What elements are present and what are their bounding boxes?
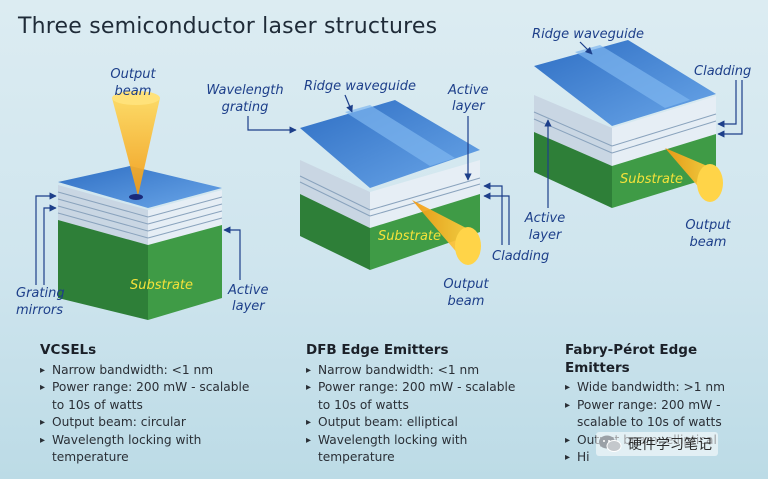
fp-active-label-1: Active [524, 211, 565, 226]
vcsel-active-label-1: Active [227, 283, 268, 298]
vcsel-specs: VCSELs Narrow bandwidth: <1 nm Power ran… [40, 342, 260, 467]
fp-ridge-label: Ridge waveguide [532, 27, 644, 42]
dfb-output-label-1: Output [443, 277, 489, 292]
fp-cladding-label: Cladding [694, 64, 751, 79]
dfb-substrate-label: Substrate [378, 229, 441, 244]
list-item: Output beam: elliptical [306, 414, 526, 432]
wechat-icon [599, 435, 622, 452]
list-item: Hi [565, 449, 765, 467]
list-item: Power range: 200 mW - scalable to 10s of… [40, 379, 260, 414]
dfb-heading: DFB Edge Emitters [306, 342, 449, 358]
list-item: Wavelength locking with temperature [306, 432, 526, 467]
list-item: Output beam: circular [40, 414, 260, 432]
page-title: Three semiconductor laser structures [18, 14, 438, 39]
fp-active-label-2: layer [529, 228, 563, 243]
vcsel-output-label-2: beam [115, 84, 152, 99]
dfb-specs: DFB Edge Emitters Narrow bandwidth: <1 n… [306, 342, 526, 467]
dfb-active-label-1: Active [447, 83, 488, 98]
vcsel-active-label-2: layer [232, 299, 266, 314]
fabry-perot-heading: Fabry-Pérot Edge Emitters [565, 342, 698, 376]
vcsel-grating-label-1: Grating [16, 286, 65, 301]
list-item: Power range: 200 mW - scalable to 10s of… [565, 397, 765, 432]
fp-output-label-1: Output [685, 218, 731, 233]
vcsel-substrate-label: Substrate [130, 278, 193, 293]
vcsel-heading: VCSELs [40, 342, 97, 358]
fabry-perot-device [533, 40, 723, 208]
vcsel-device [57, 91, 223, 320]
dfb-grating-label-1: Wavelength [206, 83, 283, 98]
fp-substrate-label: Substrate [620, 172, 683, 187]
vcsel-grating-label-2: mirrors [16, 303, 63, 318]
list-item: Narrow bandwidth: <1 nm [306, 362, 526, 380]
list-item: Power range: 200 mW - scalable to 10s of… [306, 379, 526, 414]
dfb-device [299, 100, 481, 270]
dfb-ridge-label: Ridge waveguide [304, 79, 416, 94]
laser-diagrams: Output beam Grating mirrors Active layer… [16, 27, 751, 320]
dfb-active-label-2: layer [452, 99, 486, 114]
list-item: Wide bandwidth: >1 nm [565, 379, 765, 397]
watermark: 硬件学习笔记 [596, 432, 718, 456]
dfb-output-label-2: beam [448, 294, 485, 309]
watermark-text: 硬件学习笔记 [628, 437, 712, 453]
dfb-grating-label-2: grating [222, 100, 269, 115]
vcsel-output-label-1: Output [110, 67, 156, 82]
list-item: Narrow bandwidth: <1 nm [40, 362, 260, 380]
fp-output-label-2: beam [690, 235, 727, 250]
dfb-cladding-label: Cladding [492, 249, 549, 264]
list-item: Wavelength locking with temperature [40, 432, 260, 467]
